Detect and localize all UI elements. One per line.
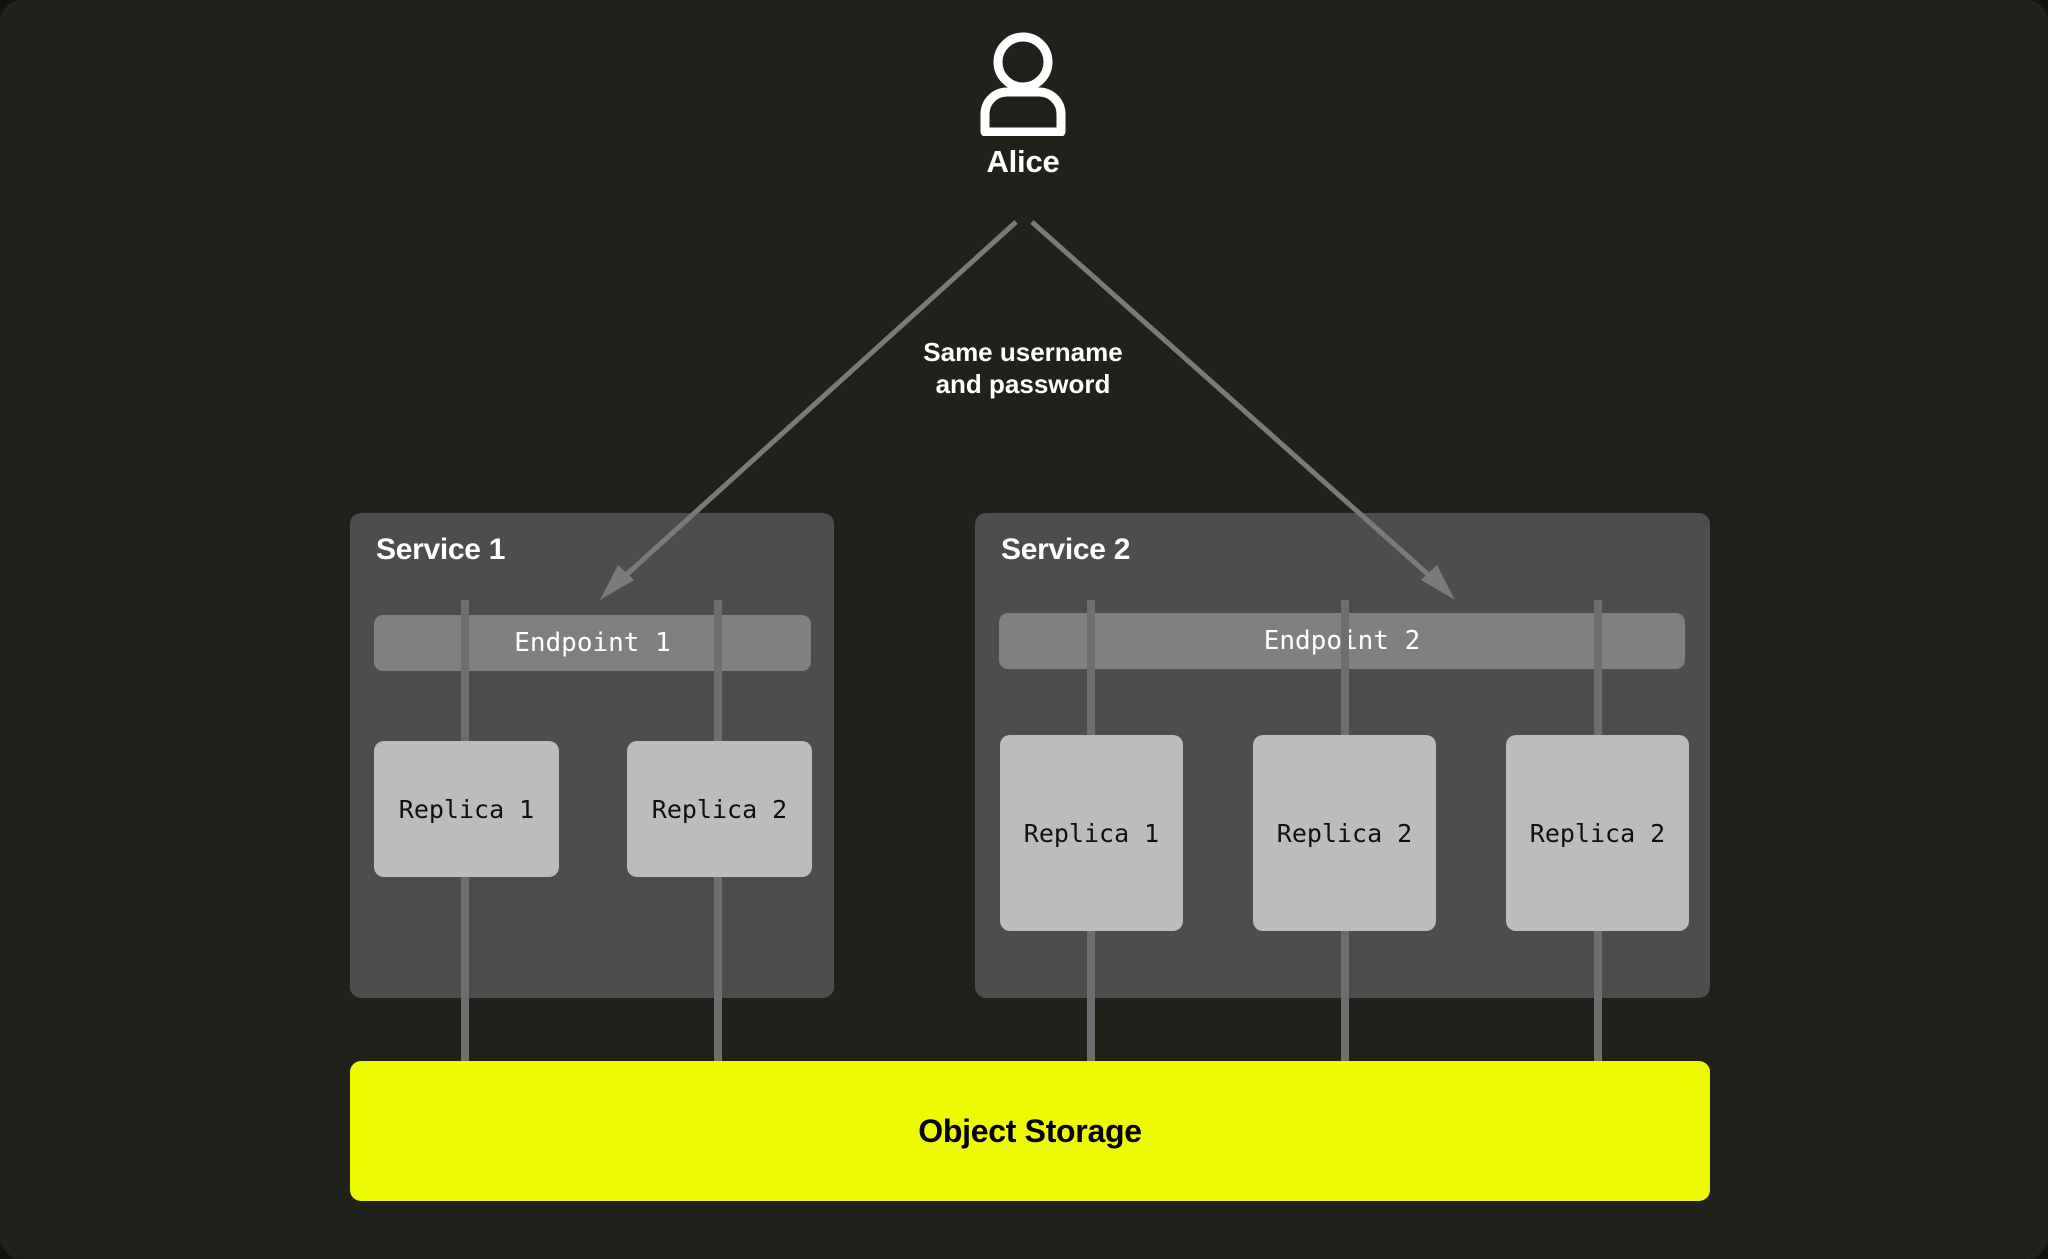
actor-alice: Alice (923, 28, 1123, 180)
service-1-title: Service 1 (376, 533, 506, 566)
actor-label: Alice (986, 144, 1060, 179)
endpoint-2[interactable]: Endpoint 2 (999, 613, 1685, 669)
replica-s2-1[interactable]: Replica 1 (1000, 735, 1183, 931)
replica-s1-1[interactable]: Replica 1 (374, 741, 559, 877)
annotation-line-2: and password (935, 368, 1111, 399)
annotation-line-1: Same username (923, 337, 1123, 367)
service-2-title: Service 2 (1001, 533, 1131, 566)
replica-s2-2[interactable]: Replica 2 (1253, 735, 1436, 931)
person-icon (980, 32, 1066, 136)
replica-s2-3[interactable]: Replica 2 (1506, 735, 1689, 931)
object-storage-bar[interactable]: Object Storage (350, 1061, 1710, 1201)
endpoint-1[interactable]: Endpoint 1 (374, 615, 811, 671)
replica-s1-2[interactable]: Replica 2 (627, 741, 812, 877)
credentials-annotation: Same username and password (823, 337, 1223, 400)
